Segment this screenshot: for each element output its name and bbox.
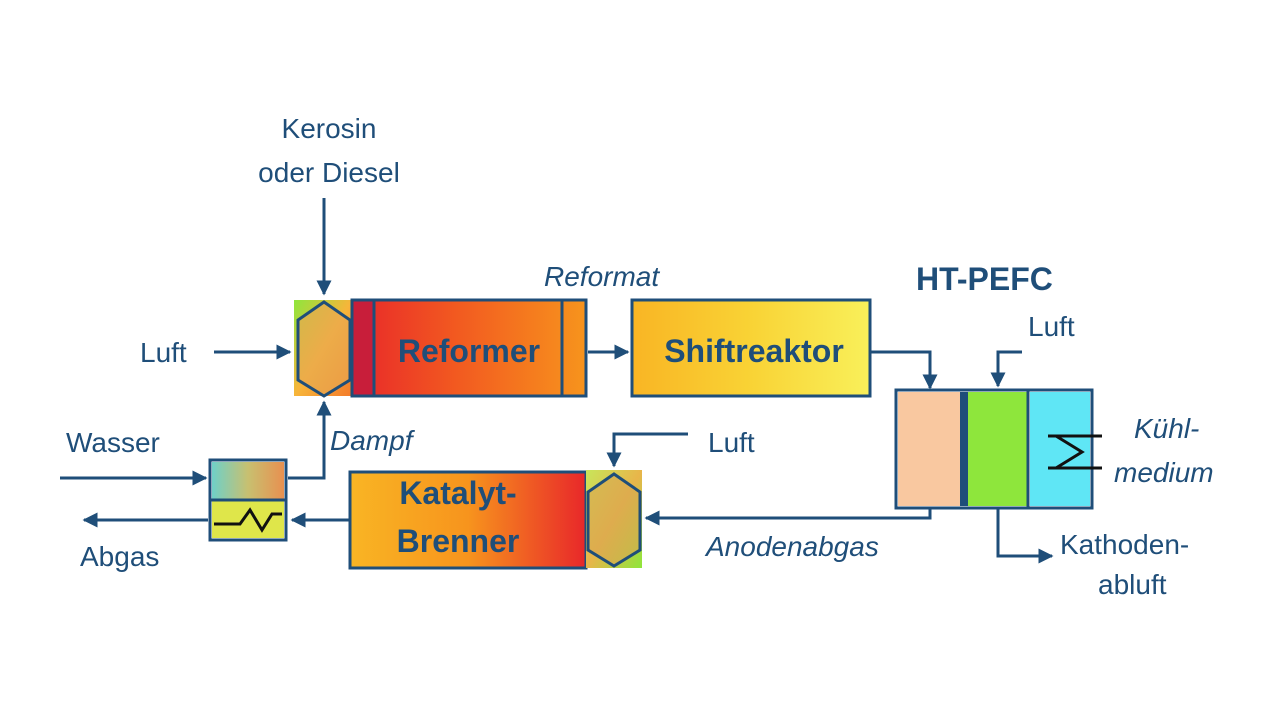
anode-exhaust-line	[644, 508, 932, 526]
reformer-label: Reformer	[398, 333, 540, 369]
cathode-exhaust-label-line2: abluft	[1098, 569, 1167, 600]
burner-air-line	[606, 432, 688, 468]
exhaust-label: Abgas	[80, 541, 159, 572]
steam-label: Dampf	[330, 425, 416, 456]
fuel-cell-title: HT-PEFC	[916, 261, 1053, 297]
burner-label-line2: Brenner	[397, 523, 520, 559]
shift-to-fuelcell-line	[870, 350, 938, 390]
shift-reactor-label: Shiftreaktor	[664, 333, 844, 369]
anode-compartment	[898, 392, 960, 506]
fuel-cell-air-label: Luft	[1028, 311, 1075, 342]
fuel-label-line1: Kerosin	[282, 113, 377, 144]
reformer-box: Reformer	[350, 298, 588, 398]
fuelcell-air-line	[990, 350, 1022, 388]
reformer-air-label: Luft	[140, 337, 187, 368]
burner-label-line1: Katalyt-	[399, 475, 516, 511]
shift-reactor-box: Shiftreaktor	[630, 298, 872, 398]
cathode-exhaust-label-line1: Kathoden-	[1060, 529, 1189, 560]
cathode-compartment	[968, 392, 1028, 506]
catalytic-burner-box: Katalyt- Brenner	[348, 470, 588, 570]
burner-mixer	[586, 470, 642, 568]
anode-exhaust-label: Anodenabgas	[704, 531, 879, 562]
cooling-compartment	[1030, 392, 1090, 506]
fuel-cell-stack	[894, 388, 1102, 510]
fuel-label-line2: oder Diesel	[258, 157, 400, 188]
membrane-electrode	[960, 392, 968, 506]
cooling-coil-icon	[1048, 434, 1102, 470]
burner-air-label: Luft	[708, 427, 755, 458]
coolant-label-line1: Kühl-	[1134, 413, 1199, 444]
cathode-exhaust-line	[996, 508, 1054, 564]
steam-line	[288, 400, 332, 480]
water-label: Wasser	[66, 427, 160, 458]
reformer-mixer	[294, 300, 352, 398]
heat-exchanger-coil	[214, 507, 282, 533]
heat-exchanger	[208, 458, 288, 542]
coolant-label-line2: medium	[1114, 457, 1214, 488]
reformat-label: Reformat	[544, 261, 660, 292]
